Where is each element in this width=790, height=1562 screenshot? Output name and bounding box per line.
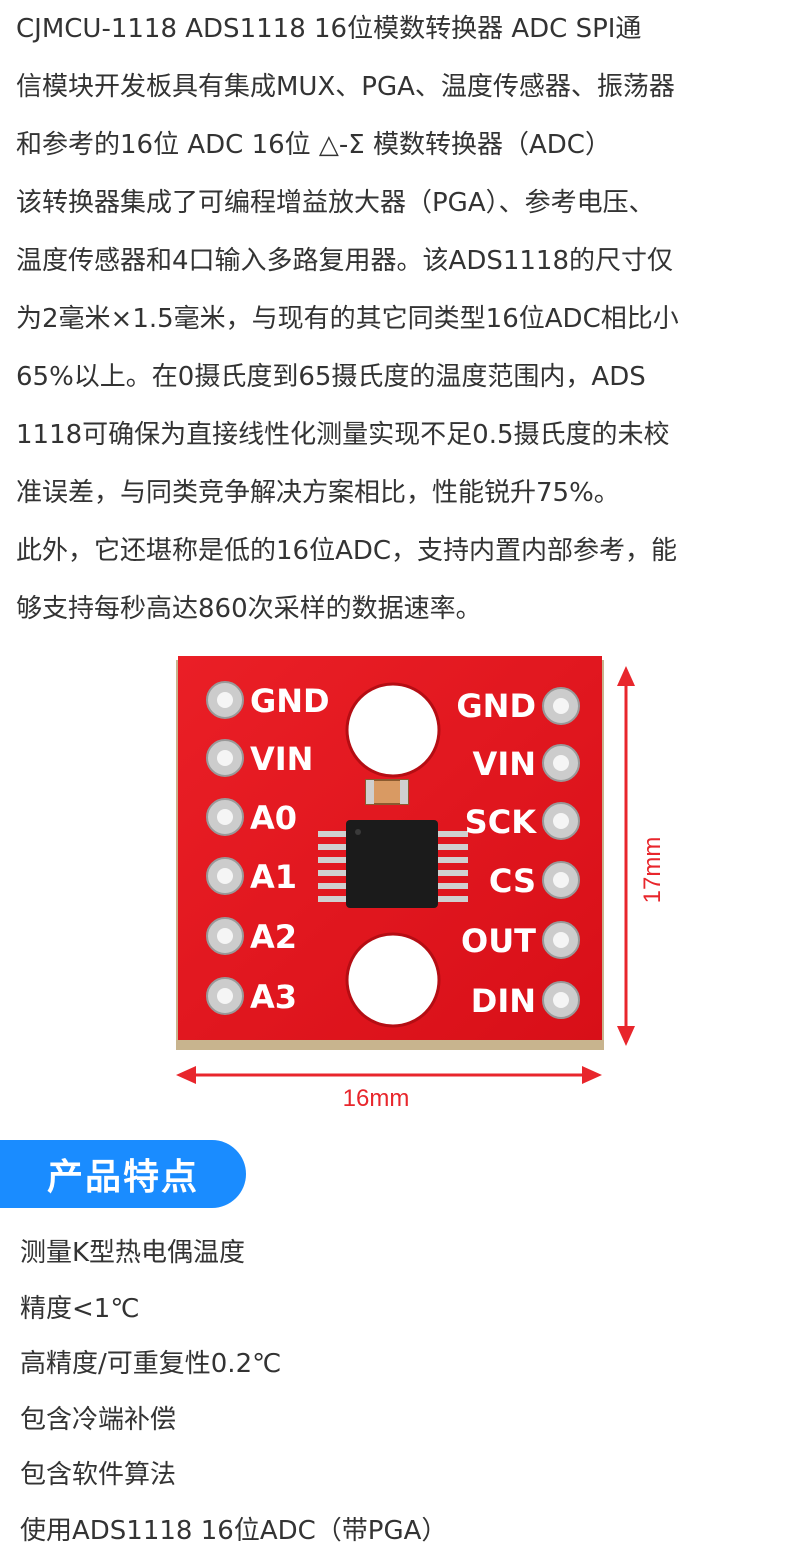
intro-line: 该转换器集成了可编程增益放大器（PGA）、参考电压、 [16, 188, 655, 218]
intro-line: 为2毫米×1.5毫米，与现有的其它同类型16位ADC相比小 [16, 304, 679, 334]
pin-label-right: GND [456, 687, 536, 725]
intro-line: 65%以上。在0摄氏度到65摄氏度的温度范围内，ADS [16, 362, 646, 392]
feature-item: 高精度/可重复性0.2℃ [20, 1349, 282, 1379]
intro-line: 此外，它还堪称是低的16位ADC，支持内置内部参考，能 [16, 536, 678, 566]
intro-line: 够支持每秒高达860次采样的数据速率。 [16, 594, 482, 624]
intro-line: CJMCU-1118 ADS1118 16位模数转换器 ADC SPI通 [16, 14, 642, 44]
intro-line: 信模块开发板具有集成MUX、PGA、温度传感器、振荡器 [16, 72, 675, 102]
feature-list: 测量K型热电偶温度 精度<1℃ 高精度/可重复性0.2℃ 包含冷端补偿 包含软件… [20, 1226, 780, 1559]
product-photo: GND VIN A0 A1 A2 A3 GND VIN SCK CS OUT D… [0, 620, 790, 1120]
feature-item: 测量K型热电偶温度 [20, 1238, 246, 1268]
pcb-board-illustration: GND VIN A0 A1 A2 A3 GND VIN SCK CS OUT D… [176, 656, 666, 1112]
pin-label-right: SCK [465, 803, 538, 841]
pin-label-right: DIN [471, 982, 536, 1020]
intro-line: 准误差，与同类竞争解决方案相比，性能锐升75%。 [16, 478, 620, 508]
right-pads [542, 687, 580, 1019]
intro-line: 1118可确保为直接线性化测量实现不足0.5摄氏度的未校 [16, 420, 670, 450]
pin-label-right: OUT [461, 922, 536, 960]
section-title: 产品特点 [46, 1157, 199, 1198]
intro-line: 温度传感器和4口输入多路复用器。该ADS1118的尺寸仅 [16, 246, 674, 276]
section-header: 产品特点 [0, 1140, 246, 1208]
pin-label-right: VIN [473, 745, 536, 783]
feature-item: 包含冷端补偿 [20, 1404, 177, 1435]
pin-label-left: A0 [250, 799, 297, 837]
pin-label-left: A3 [250, 978, 297, 1016]
height-dimension-arrow [617, 666, 635, 1046]
pin-label-left: A2 [250, 918, 297, 956]
pin-label-left: GND [250, 682, 330, 720]
pin-label-left: VIN [250, 740, 313, 778]
chip-leads [318, 831, 468, 902]
ads1118-chip [346, 820, 438, 908]
feature-item: 使用ADS1118 16位ADC（带PGA） [20, 1515, 448, 1546]
feature-item: 精度<1℃ [20, 1293, 140, 1324]
mounting-hole-bottom [345, 932, 441, 1028]
mounting-hole-top [345, 682, 441, 778]
pin-label-right: CS [489, 862, 536, 900]
pin-label-left: A1 [250, 858, 297, 896]
intro-text: CJMCU-1118 ADS1118 16位模数转换器 ADC SPI通 信模块… [16, 0, 786, 638]
left-pads [206, 681, 244, 1015]
width-label: 16mm [343, 1085, 410, 1112]
width-dimension-arrow [176, 1066, 602, 1084]
height-label: 17mm [639, 837, 666, 904]
feature-item: 包含软件算法 [20, 1460, 177, 1490]
intro-line: 和参考的16位 ADC 16位 △-Σ 模数转换器（ADC） [16, 130, 611, 160]
